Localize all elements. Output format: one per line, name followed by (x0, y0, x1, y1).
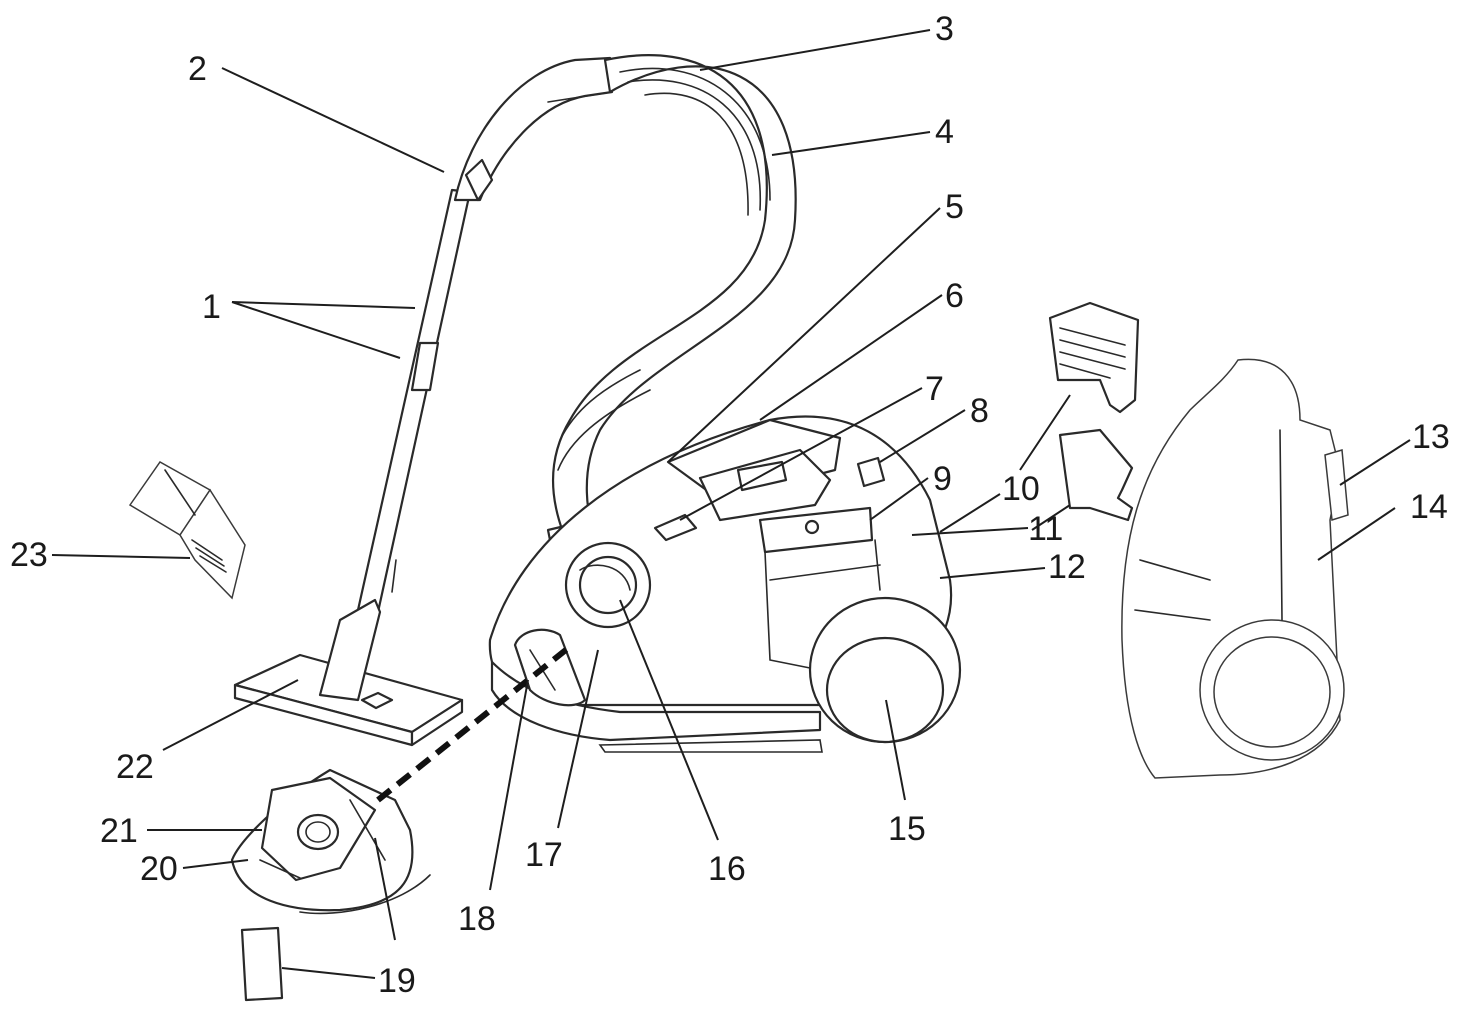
callout-16: 16 (708, 850, 746, 888)
assembly-path (376, 642, 574, 803)
callout-2: 2 (188, 50, 207, 88)
callout-23: 23 (10, 536, 48, 574)
crevice-tool (128, 461, 246, 600)
callout-18: 18 (458, 900, 496, 938)
callout-22: 22 (116, 748, 154, 786)
callout-17: 17 (525, 836, 563, 874)
callout-5: 5 (945, 188, 964, 226)
handle-grip (453, 56, 614, 202)
telescopic-tube (356, 188, 472, 614)
callout-13: 13 (1412, 418, 1450, 456)
callout-3: 3 (935, 10, 954, 48)
floor-nozzle (233, 598, 464, 747)
rear-view-body (1121, 358, 1349, 779)
callout-8: 8 (970, 392, 989, 430)
callout-11: 11 (1028, 510, 1063, 548)
callout-9: 9 (933, 460, 952, 498)
callout-20: 20 (140, 850, 178, 888)
callout-10: 10 (1002, 470, 1040, 508)
callout-1: 1 (202, 288, 221, 326)
dust-compartment (230, 768, 431, 1002)
callout-4: 4 (935, 113, 954, 151)
callout-12: 12 (1048, 548, 1086, 586)
callout-6: 6 (945, 277, 964, 315)
exhaust-filter (1048, 301, 1140, 522)
rear-wheel (808, 596, 962, 744)
callout-21: 21 (100, 812, 138, 850)
callout-14: 14 (1410, 488, 1448, 526)
callout-15: 15 (888, 810, 926, 848)
leader-lines (51, 29, 1411, 979)
callout-19: 19 (378, 962, 416, 1000)
callout-numbers: 1 2 3 4 5 6 7 8 9 10 11 12 13 14 15 16 1… (10, 10, 1450, 1000)
callout-7: 7 (925, 370, 944, 408)
